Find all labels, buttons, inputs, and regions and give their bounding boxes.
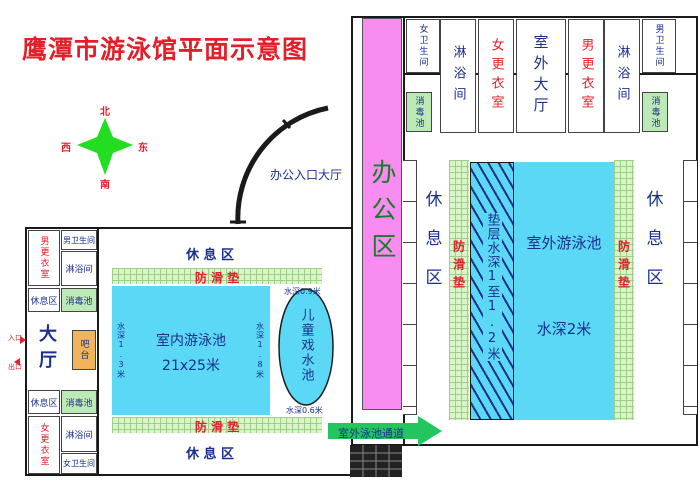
outdoor-mat-left bbox=[449, 160, 469, 420]
outdoor-rest-left: 休息区 bbox=[421, 190, 442, 307]
outdoor-pad-depth-label: 垫层水深1至1.2米 bbox=[482, 213, 502, 361]
indoor-toilet-female: 女卫生间 bbox=[61, 453, 97, 474]
indoor-shower-top: 淋浴间 bbox=[61, 251, 97, 286]
outdoor-pad-zone: 垫层水深1至1.2米 bbox=[470, 162, 514, 420]
outdoor-locker-female: 女更衣室 bbox=[478, 19, 514, 133]
indoor-depth-right: 水深1.8米 bbox=[255, 322, 265, 379]
office-entrance-label: 办公入口大厅 bbox=[270, 168, 343, 182]
channel-arrow-icon bbox=[328, 416, 442, 446]
indoor-toilet-male: 男卫生间 bbox=[61, 230, 97, 250]
indoor-locker-female: 女更衣室 bbox=[28, 416, 60, 474]
outdoor-rest-right: 休息区 bbox=[642, 190, 663, 307]
compass-south-label: 南 bbox=[100, 180, 110, 191]
indoor-depth-left: 水深1.3米 bbox=[116, 322, 126, 379]
compass-west-label: 西 bbox=[61, 143, 71, 154]
indoor-antislip-bottom: 防 滑 垫 bbox=[194, 420, 240, 434]
indoor-pool-size-label: 21x25米 bbox=[162, 358, 220, 374]
indoor-disinfect-top: 消毒池 bbox=[61, 288, 97, 312]
compass-star-icon bbox=[77, 118, 133, 175]
indoor-disinfect-bottom: 消毒池 bbox=[61, 390, 97, 414]
office-area-label: 办公区 bbox=[368, 158, 397, 270]
outdoor-disinfect-left: 消毒池 bbox=[406, 92, 432, 132]
office-area: 办公区 bbox=[362, 18, 402, 410]
outdoor-bench-right bbox=[683, 160, 697, 415]
outdoor-mat-right bbox=[614, 160, 634, 420]
outdoor-shower-left: 淋浴间 bbox=[440, 19, 476, 133]
outdoor-toilet-male: 男卫生间 bbox=[642, 19, 676, 73]
indoor-rest-top-left: 休息区 bbox=[28, 288, 60, 312]
map-title: 鹰潭市游泳馆平面示意图 bbox=[22, 35, 309, 64]
outdoor-antislip-right: 防滑垫 bbox=[616, 240, 631, 294]
indoor-mat-bottom bbox=[112, 417, 322, 433]
indoor-shower-bottom: 淋浴间 bbox=[61, 416, 97, 452]
indoor-rest-top: 休 息 区 bbox=[185, 248, 235, 263]
indoor-pool-label: 室内游泳池 bbox=[156, 333, 226, 349]
outdoor-disinfect-right: 消毒池 bbox=[642, 92, 668, 132]
compass-east-label: 东 bbox=[138, 143, 148, 154]
kids-depth-top-label: 水深0.9米 bbox=[284, 287, 321, 296]
outdoor-bench-left bbox=[403, 160, 417, 415]
outdoor-pool-label: 室外游泳池 bbox=[526, 234, 602, 252]
kids-depth-bottom-label: 水深0.6米 bbox=[286, 406, 323, 415]
indoor-locker-male: 男更衣室 bbox=[28, 230, 60, 286]
outdoor-shower-right: 淋浴间 bbox=[604, 19, 640, 133]
outdoor-locker-male: 男更衣室 bbox=[568, 19, 604, 133]
outdoor-channel-label: 室外泳池通道 bbox=[338, 427, 404, 440]
indoor-pool bbox=[112, 286, 270, 415]
indoor-hall-label: 大厅 bbox=[36, 324, 57, 376]
indoor-rest-bottom: 休 息 区 bbox=[185, 447, 235, 462]
kids-pool-shape bbox=[278, 288, 334, 406]
outdoor-toilet-female: 女卫生间 bbox=[406, 19, 440, 73]
indoor-rest-bottom-left: 休息区 bbox=[28, 390, 60, 414]
outdoor-pool-depth-label: 水深2米 bbox=[536, 320, 592, 338]
indoor-exit-label: 出口 bbox=[8, 363, 22, 371]
outdoor-antislip-left: 防滑垫 bbox=[451, 240, 466, 294]
indoor-entrance-label: 入口 bbox=[8, 334, 22, 342]
indoor-antislip-top: 防 滑 垫 bbox=[194, 271, 240, 285]
compass-north-label: 北 bbox=[100, 107, 110, 118]
indoor-bar: 吧台 bbox=[72, 330, 96, 370]
indoor-mat-top bbox=[112, 268, 322, 284]
outdoor-hall: 室外大厅 bbox=[516, 19, 566, 133]
outdoor-pool bbox=[514, 162, 614, 420]
kids-pool-label: 儿童戏水池 bbox=[298, 308, 314, 383]
